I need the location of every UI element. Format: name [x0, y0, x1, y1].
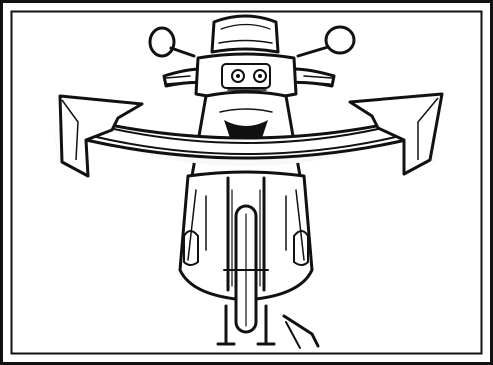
diagram-frame [0, 0, 493, 365]
scooter-illustration [0, 0, 493, 365]
